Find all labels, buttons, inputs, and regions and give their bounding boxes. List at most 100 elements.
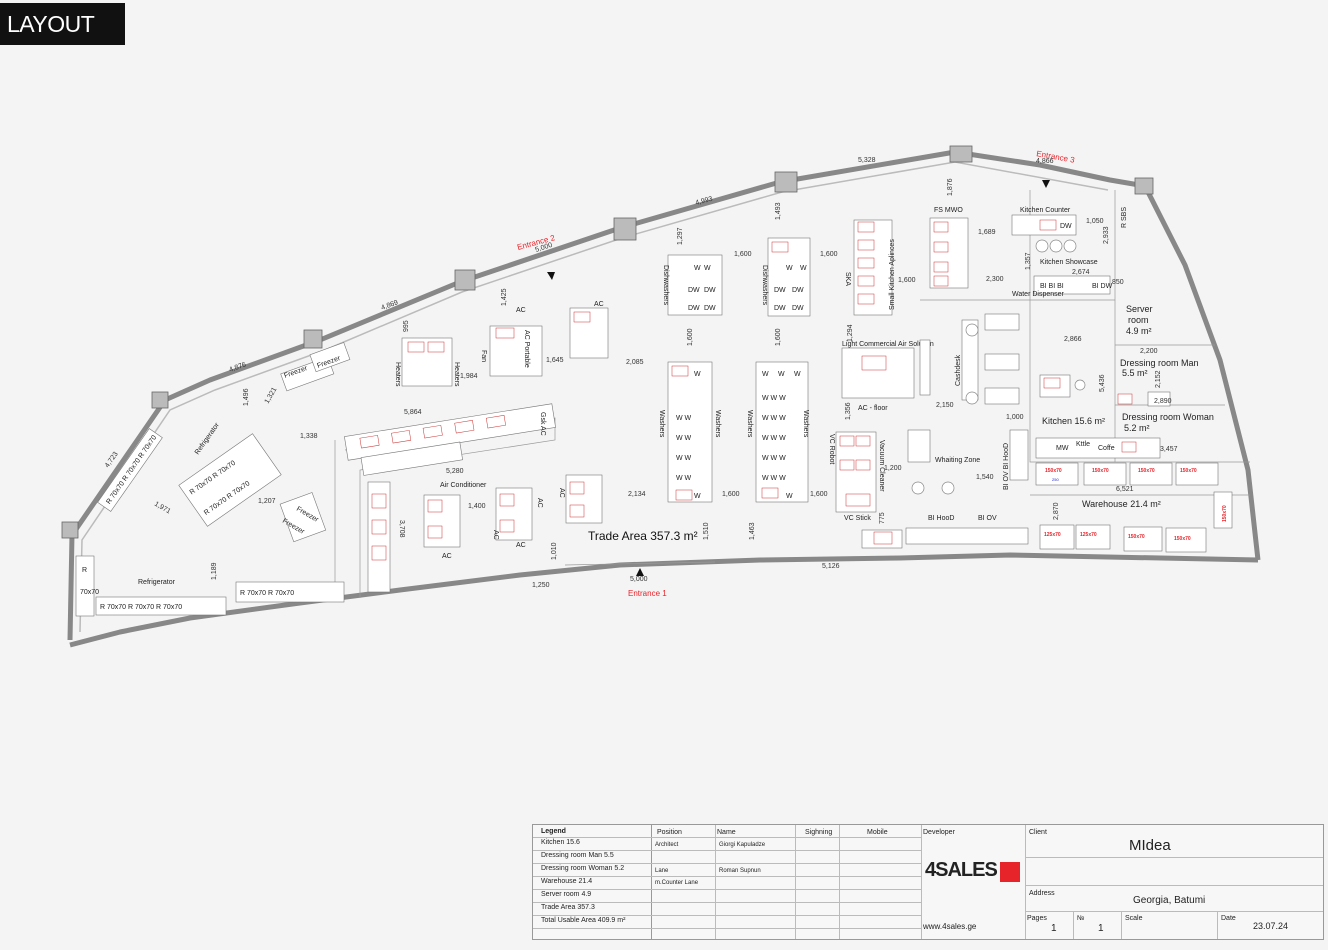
- label-washers-a: Washers: [658, 410, 665, 438]
- svg-text:W: W: [800, 265, 807, 272]
- label-dishwashers-a: Dishwashers: [662, 265, 669, 306]
- label-coffe: Coffe: [1098, 445, 1115, 452]
- air-conditioner-zone: Air Conditioner Gsk AC AC AC AC AC AC: [344, 403, 603, 593]
- svg-text:W: W: [694, 265, 701, 272]
- svg-text:1,463: 1,463: [749, 522, 756, 540]
- label-washers-b: Washers: [714, 410, 721, 438]
- legend-item: Warehouse 21.4: [541, 878, 593, 885]
- svg-text:W W: W W: [676, 455, 692, 462]
- label-kitchen-counter: Kitchen Counter: [1020, 207, 1071, 214]
- svg-text:1,600: 1,600: [810, 491, 828, 498]
- svg-text:1,600: 1,600: [820, 251, 838, 258]
- label-heaters-b: Heaters: [453, 362, 460, 387]
- entrance-arrow-1: [636, 568, 644, 576]
- svg-text:1,600: 1,600: [687, 328, 694, 346]
- svg-text:DW: DW: [774, 287, 786, 294]
- area-dressing-woman: Dressing room Woman 5.2 m²: [1122, 412, 1214, 433]
- label-refrigerator-a: Refrigerator: [194, 421, 221, 456]
- svg-text:6,521: 6,521: [1116, 486, 1134, 493]
- svg-text:1,510: 1,510: [703, 522, 710, 540]
- svg-text:BI BI BI: BI BI BI: [1040, 283, 1064, 290]
- svg-text:2,300: 2,300: [986, 276, 1004, 283]
- entrance-arrow-2: [547, 272, 555, 280]
- address-header: Address: [1029, 890, 1055, 897]
- svg-text:1,971: 1,971: [153, 501, 172, 516]
- svg-text:1,876: 1,876: [947, 178, 954, 196]
- svg-text:Dressing room Man: Dressing room Man: [1120, 358, 1199, 368]
- label-vc-stick: VC Stick: [844, 515, 871, 522]
- label-bi-dw: BI DW: [1092, 283, 1113, 290]
- svg-text:W W W: W W W: [762, 475, 786, 482]
- number-header: №: [1077, 915, 1085, 922]
- date-value: 23.07.24: [1253, 921, 1289, 931]
- area-dressing-man: Dressing room Man 5.5 m²: [1120, 358, 1199, 378]
- svg-text:1,250: 1,250: [532, 582, 550, 589]
- legend: Legend Kitchen 15.6 Dressing room Man 5.…: [533, 825, 652, 939]
- svg-text:1,294: 1,294: [847, 324, 854, 342]
- label-ac-5: AC: [492, 530, 499, 540]
- svg-text:R 70x70 R 70x70 R 70x70: R 70x70 R 70x70 R 70x70: [100, 604, 182, 611]
- website: www.4sales.ge: [923, 922, 977, 931]
- rack-tag-7: 150x70: [1128, 534, 1145, 540]
- svg-text:W W W: W W W: [762, 415, 786, 422]
- svg-text:W: W: [694, 371, 701, 378]
- svg-text:DW: DW: [688, 305, 700, 312]
- area-trade: Trade Area 357.3 m²: [588, 529, 698, 543]
- label-ac-4: AC: [516, 542, 526, 549]
- legend-item: Trade Area 357.3: [541, 904, 595, 911]
- legend-item: Dressing room Man 5.5: [541, 852, 614, 859]
- area-kitchen: Kitchen 15.6 m²: [1042, 416, 1105, 426]
- svg-text:1,496: 1,496: [243, 388, 250, 406]
- svg-text:1,207: 1,207: [258, 498, 276, 505]
- svg-text:775: 775: [879, 512, 886, 524]
- cashdesk-area: Light Commercial Air Solution AC - floor…: [841, 313, 1020, 412]
- label-small-kitchen: Small Kitchen Aplinces: [889, 239, 896, 310]
- svg-text:W W: W W: [676, 475, 692, 482]
- rack-tag-6: 125x70: [1080, 532, 1097, 538]
- svg-text:DW: DW: [704, 305, 716, 312]
- label-mw: MW: [1056, 445, 1069, 452]
- row3-position: m.Counter Lane: [655, 880, 699, 886]
- svg-text:W W W: W W W: [762, 455, 786, 462]
- svg-text:1,050: 1,050: [1086, 218, 1104, 225]
- entrance-1: Entrance 1: [628, 589, 667, 598]
- svg-text:W W: W W: [676, 415, 692, 422]
- developer-header: Developer: [923, 829, 955, 836]
- outer-wall-east: [1142, 184, 1261, 561]
- svg-text:5,126: 5,126: [822, 563, 840, 570]
- svg-text:W: W: [694, 493, 701, 500]
- svg-text:1,645: 1,645: [546, 357, 564, 364]
- svg-text:1,600: 1,600: [898, 277, 916, 284]
- svg-text:2,866: 2,866: [1064, 336, 1082, 343]
- svg-text:1,600: 1,600: [775, 328, 782, 346]
- label-kitchen-showcase: Kitchen Showcase: [1040, 259, 1098, 266]
- date-header: Date: [1221, 915, 1236, 922]
- svg-text:1,010: 1,010: [551, 542, 558, 560]
- warehouse-racks: 150x70 150x70 150x70 150x70 125x70 125x7…: [1035, 462, 1233, 553]
- svg-text:5,864: 5,864: [404, 409, 422, 416]
- svg-text:Dressing room Woman: Dressing room Woman: [1122, 412, 1214, 422]
- label-ac-floor: AC - floor: [858, 405, 888, 412]
- label-washers-d: Washers: [802, 410, 809, 438]
- mobile-header: Mobile: [867, 829, 888, 836]
- label-water-dispenser: Water Dispenser: [1012, 291, 1065, 298]
- label-vc-robot: VC Robot: [828, 434, 835, 464]
- area-server: Server room 4.9 m²: [1126, 304, 1153, 336]
- svg-text:W: W: [762, 371, 769, 378]
- label-cashdesk: Cashdesk: [955, 354, 962, 386]
- label-bi-ov-a: BI OV: [978, 515, 997, 522]
- svg-text:1,600: 1,600: [734, 251, 752, 258]
- svg-text:1,984: 1,984: [460, 373, 478, 380]
- rack-tag-value: 250: [1052, 477, 1059, 482]
- svg-text:W W W: W W W: [762, 395, 786, 402]
- position-header: Position: [657, 829, 682, 836]
- label-ac-portable: AC Portable: [523, 330, 530, 368]
- svg-text:W W W: W W W: [762, 435, 786, 442]
- svg-text:2,150: 2,150: [936, 402, 954, 409]
- svg-text:850: 850: [1112, 279, 1124, 286]
- svg-text:1,357: 1,357: [1025, 252, 1032, 270]
- legend-title: Legend: [541, 828, 566, 835]
